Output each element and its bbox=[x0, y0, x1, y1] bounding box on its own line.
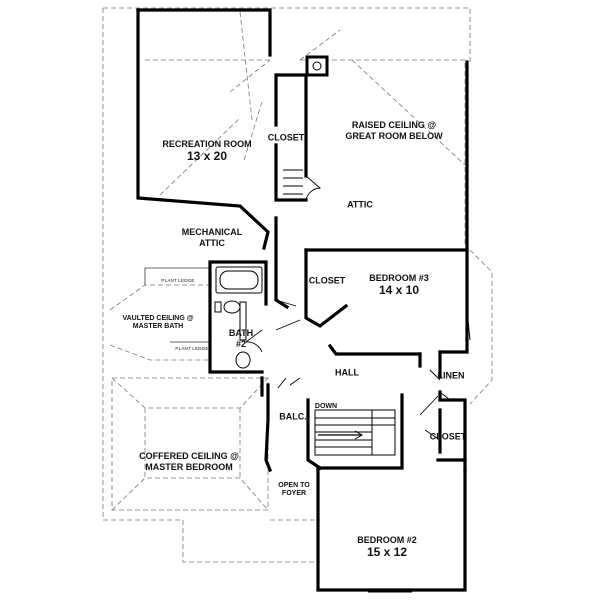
label-balc: BALC. bbox=[279, 412, 307, 423]
label-attic: ATTIC bbox=[347, 200, 373, 211]
walls bbox=[136, 8, 469, 592]
plant-ledge-bottom-text: PLANT LEDGE bbox=[175, 346, 209, 351]
label-closet-bed3: CLOSET bbox=[309, 276, 346, 287]
raised-ceiling-line2: GREAT ROOM BELOW bbox=[345, 131, 443, 141]
plant-ledge-top-text: PLANT LEDGE bbox=[161, 278, 195, 283]
bedroom-3-size: 14 x 10 bbox=[378, 283, 420, 297]
label-recreation-room: RECREATION ROOM 13 x 20 bbox=[162, 139, 251, 163]
stairs bbox=[283, 169, 396, 456]
balc-name: BALC. bbox=[279, 411, 307, 422]
closet-right-name: CLOSET bbox=[429, 431, 467, 442]
open-to-foyer-line1: OPEN TO bbox=[278, 482, 310, 489]
chimney-flue bbox=[312, 61, 322, 71]
bedroom-2-name: BEDROOM #2 bbox=[357, 535, 417, 545]
hall-name: HALL bbox=[335, 367, 359, 378]
recreation-room-name: RECREATION ROOM bbox=[162, 139, 252, 149]
attic-name: ATTIC bbox=[347, 199, 373, 210]
label-open-to-foyer: OPEN TO FOYER bbox=[278, 482, 309, 498]
door-swings bbox=[244, 175, 451, 441]
open-to-foyer-line2: FOYER bbox=[281, 490, 307, 497]
label-plant-ledge-bottom: PLANT LEDGE bbox=[175, 346, 208, 352]
windows bbox=[368, 319, 471, 593]
bedroom-3-name: BEDROOM #3 bbox=[369, 273, 429, 283]
bedroom-2-size: 15 x 12 bbox=[366, 545, 408, 559]
label-vaulted-ceiling: VAULTED CEILING @ MASTER BATH bbox=[122, 315, 193, 331]
coffered-ceiling-line2: MASTER BEDROOM bbox=[145, 462, 233, 472]
closet-bed3-name: CLOSET bbox=[308, 275, 346, 286]
label-closet-top: CLOSET bbox=[268, 133, 305, 144]
bath-fixtures bbox=[214, 266, 263, 369]
closet-top-name: CLOSET bbox=[267, 132, 305, 143]
mechanical-attic-line1: MECHANICAL bbox=[181, 227, 243, 237]
label-raised-ceiling: RAISED CEILING @ GREAT ROOM BELOW bbox=[345, 120, 442, 142]
coffered-ceiling-line1: COFFERED CEILING @ bbox=[139, 451, 239, 461]
label-mechanical-attic: MECHANICAL ATTIC bbox=[182, 227, 243, 249]
down-text: DOWN bbox=[314, 403, 338, 410]
label-bedroom-2: BEDROOM #2 15 x 12 bbox=[357, 535, 417, 559]
raised-ceiling-line1: RAISED CEILING @ bbox=[351, 120, 437, 130]
label-closet-right: CLOSET bbox=[430, 432, 467, 443]
label-hall: HALL bbox=[335, 368, 359, 379]
bath-2-line1: BATH bbox=[228, 328, 254, 338]
vaulted-ceiling-line1: VAULTED CEILING @ bbox=[122, 315, 194, 322]
label-coffered-ceiling: COFFERED CEILING @ MASTER BEDROOM bbox=[139, 451, 239, 473]
vaulted-ceiling-line2: MASTER BATH bbox=[132, 323, 184, 330]
roof-outline bbox=[102, 7, 493, 563]
bath-2-line2: #2 bbox=[235, 339, 247, 349]
label-plant-ledge-top: PLANT LEDGE bbox=[161, 278, 194, 284]
label-down: DOWN bbox=[315, 403, 337, 411]
chimney bbox=[305, 55, 329, 77]
recreation-room-size: 13 x 20 bbox=[186, 149, 228, 163]
label-linen: LINEN bbox=[438, 371, 465, 382]
label-bedroom-3: BEDROOM #3 14 x 10 bbox=[369, 273, 429, 297]
linen-name: LINEN bbox=[437, 370, 465, 381]
mechanical-attic-line2: ATTIC bbox=[199, 238, 225, 248]
label-bath-2: BATH #2 bbox=[229, 328, 253, 350]
